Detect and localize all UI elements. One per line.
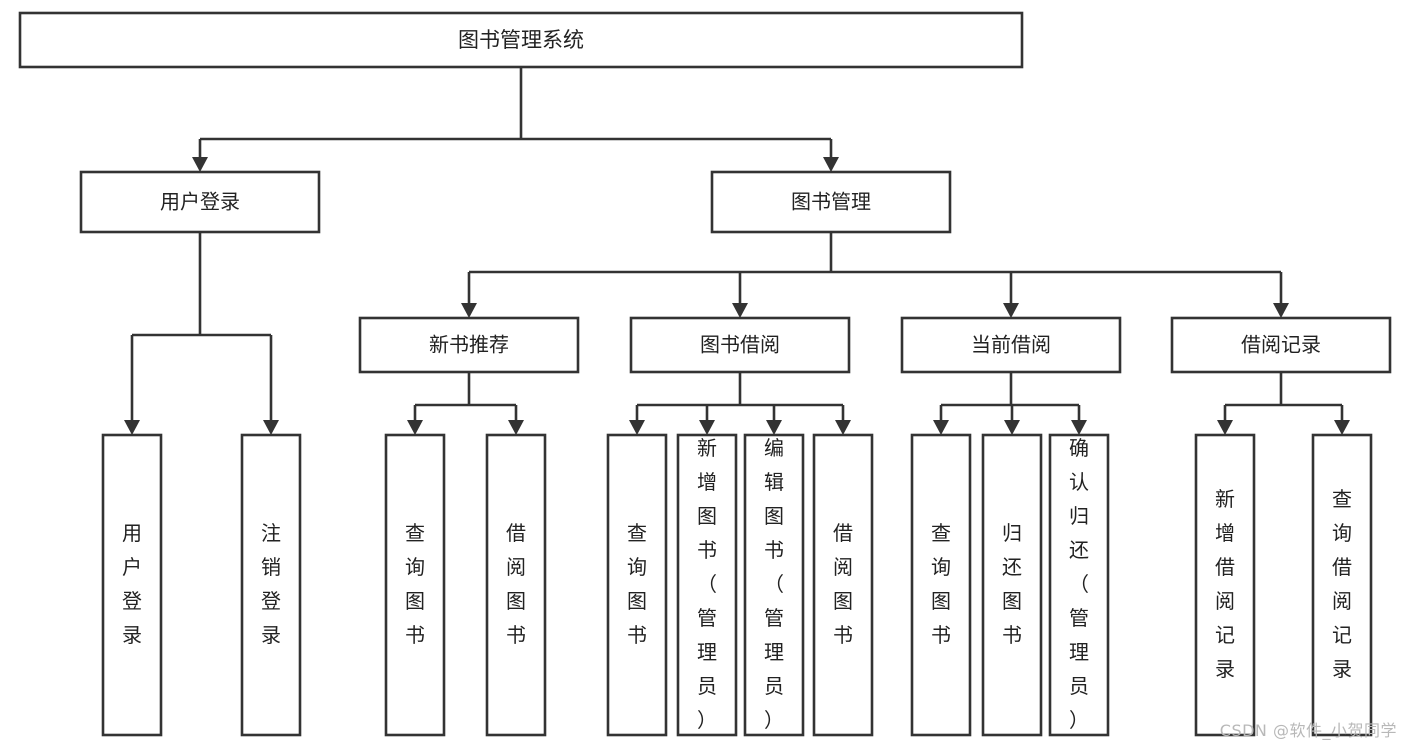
node-leaf-13[interactable]: 查询借阅记录 xyxy=(1311,433,1373,737)
node-label-leaf-13: 查询借阅记录 xyxy=(1332,487,1352,681)
node-leaf-6[interactable]: 新增图书（管理员） xyxy=(676,433,738,737)
node-label-leaf-8: 借阅图书 xyxy=(833,521,853,647)
newbook-branch-arrow-leaf-4 xyxy=(508,420,524,435)
node-leaf-12[interactable]: 新增借阅记录 xyxy=(1194,433,1256,737)
node-box-leaf-12[interactable] xyxy=(1194,433,1256,737)
node-current[interactable]: 当前借阅 xyxy=(900,316,1122,374)
node-root[interactable]: 图书管理系统 xyxy=(18,11,1024,69)
node-box-leaf-9[interactable] xyxy=(910,433,972,737)
node-label-leaf-10: 归还图书 xyxy=(1002,521,1022,647)
node-label-leaf-2: 注销登录 xyxy=(261,521,281,647)
node-box-leaf-13[interactable] xyxy=(1311,433,1373,737)
node-bookmgmt[interactable]: 图书管理 xyxy=(710,170,952,234)
node-leaf-3[interactable]: 查询图书 xyxy=(384,433,446,737)
node-borrow[interactable]: 图书借阅 xyxy=(629,316,851,374)
node-label-leaf-1: 用户登录 xyxy=(122,521,142,647)
borrow-branch-arrow-leaf-6 xyxy=(699,420,715,435)
node-leaf-9[interactable]: 查询图书 xyxy=(910,433,972,737)
node-label-borrow: 图书借阅 xyxy=(700,333,780,357)
borrow-branch-arrow-leaf-5 xyxy=(629,420,645,435)
node-leaf-11[interactable]: 确认归还（管理员） xyxy=(1048,433,1110,737)
node-newbook[interactable]: 新书推荐 xyxy=(358,316,580,374)
node-box-leaf-3[interactable] xyxy=(384,433,446,737)
node-box-leaf-2[interactable] xyxy=(240,433,302,737)
node-box-newbook[interactable] xyxy=(358,316,580,374)
login-branch-arrow-leaf-2 xyxy=(263,420,279,435)
node-box-leaf-4[interactable] xyxy=(485,433,547,737)
bookmgmt-branch-arrow-newbook xyxy=(461,303,477,318)
node-box-leaf-5[interactable] xyxy=(606,433,668,737)
node-label-leaf-7: 编辑图书（管理员） xyxy=(764,436,784,732)
node-leaf-4[interactable]: 借阅图书 xyxy=(485,433,547,737)
root-branch-arrow-bookmgmt xyxy=(823,157,839,172)
node-box-current[interactable] xyxy=(900,316,1122,374)
node-leaf-7[interactable]: 编辑图书（管理员） xyxy=(743,433,805,737)
node-label-bookmgmt: 图书管理 xyxy=(791,190,871,214)
bookmgmt-branch-arrow-borrow xyxy=(732,303,748,318)
node-label-root: 图书管理系统 xyxy=(458,28,584,52)
node-box-leaf-7[interactable] xyxy=(743,433,805,737)
node-box-root[interactable] xyxy=(18,11,1024,69)
node-label-current: 当前借阅 xyxy=(971,333,1051,357)
node-label-leaf-3: 查询图书 xyxy=(405,521,425,647)
borrow-branch-arrow-leaf-8 xyxy=(835,420,851,435)
node-leaf-10[interactable]: 归还图书 xyxy=(981,433,1043,737)
node-label-leaf-11: 确认归还（管理员） xyxy=(1069,436,1089,732)
node-records[interactable]: 借阅记录 xyxy=(1170,316,1392,374)
node-label-records: 借阅记录 xyxy=(1241,333,1321,357)
node-box-leaf-6[interactable] xyxy=(676,433,738,737)
node-box-leaf-1[interactable] xyxy=(101,433,163,737)
current-branch-arrow-leaf-9 xyxy=(933,420,949,435)
records-branch-arrow-leaf-13 xyxy=(1334,420,1350,435)
node-leaf-2[interactable]: 注销登录 xyxy=(240,433,302,737)
node-label-login: 用户登录 xyxy=(160,190,240,214)
node-box-login[interactable] xyxy=(79,170,321,234)
node-leaf-8[interactable]: 借阅图书 xyxy=(812,433,874,737)
node-leaf-1[interactable]: 用户登录 xyxy=(101,433,163,737)
borrow-branch-arrow-leaf-7 xyxy=(766,420,782,435)
node-login[interactable]: 用户登录 xyxy=(79,170,321,234)
newbook-branch-arrow-leaf-3 xyxy=(407,420,423,435)
bookmgmt-branch-arrow-current xyxy=(1003,303,1019,318)
node-box-leaf-8[interactable] xyxy=(812,433,874,737)
login-branch-arrow-leaf-1 xyxy=(124,420,140,435)
node-label-leaf-6: 新增图书（管理员） xyxy=(697,436,717,732)
root-branch-arrow-login xyxy=(192,157,208,172)
node-leaf-5[interactable]: 查询图书 xyxy=(606,433,668,737)
bookmgmt-branch-arrow-records xyxy=(1273,303,1289,318)
node-label-leaf-12: 新增借阅记录 xyxy=(1215,487,1235,681)
node-label-leaf-4: 借阅图书 xyxy=(506,521,526,647)
node-label-leaf-9: 查询图书 xyxy=(931,521,951,647)
node-label-leaf-5: 查询图书 xyxy=(627,521,647,647)
node-box-leaf-10[interactable] xyxy=(981,433,1043,737)
current-branch-arrow-leaf-11 xyxy=(1071,420,1087,435)
current-branch-arrow-leaf-10 xyxy=(1004,420,1020,435)
node-label-newbook: 新书推荐 xyxy=(429,333,509,357)
records-branch-arrow-leaf-12 xyxy=(1217,420,1233,435)
